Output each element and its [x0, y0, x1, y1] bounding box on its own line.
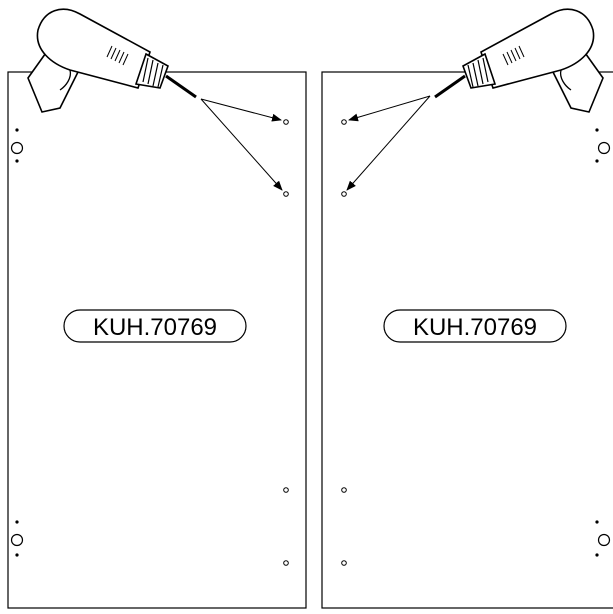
right-arrow-bottom: [346, 95, 431, 191]
right-panel: KUH.70769: [321, 7, 613, 609]
svg-text:KUH.70769: KUH.70769: [413, 314, 537, 341]
right-cam-hole-top: [595, 128, 611, 163]
right-drill-hole-3: [341, 487, 347, 493]
right-drill-hole-2: [341, 191, 347, 197]
left-drill-hole-4: [283, 560, 289, 566]
left-arrow-top: [200, 98, 282, 122]
left-drill-hole-3: [283, 487, 289, 493]
right-part-label: KUH.70769: [383, 309, 567, 343]
right-arrow-top: [348, 95, 431, 122]
right-drill-hole-1: [341, 119, 347, 125]
right-drill-hole-4: [341, 560, 347, 566]
left-drill-hole-2: [283, 191, 289, 197]
right-cam-hole-bottom: [595, 520, 611, 557]
left-cam-hole-bottom: [10, 520, 24, 557]
left-drill-hole-1: [283, 119, 289, 125]
left-part-label: KUH.70769: [63, 309, 247, 343]
svg-text:KUH.70769: KUH.70769: [93, 314, 217, 341]
power-drill-icon: [433, 7, 605, 114]
power-drill-icon: [26, 7, 198, 114]
left-panel: KUH.70769: [7, 7, 307, 609]
left-cam-hole-top: [10, 128, 24, 163]
left-arrow-bottom: [200, 98, 283, 191]
